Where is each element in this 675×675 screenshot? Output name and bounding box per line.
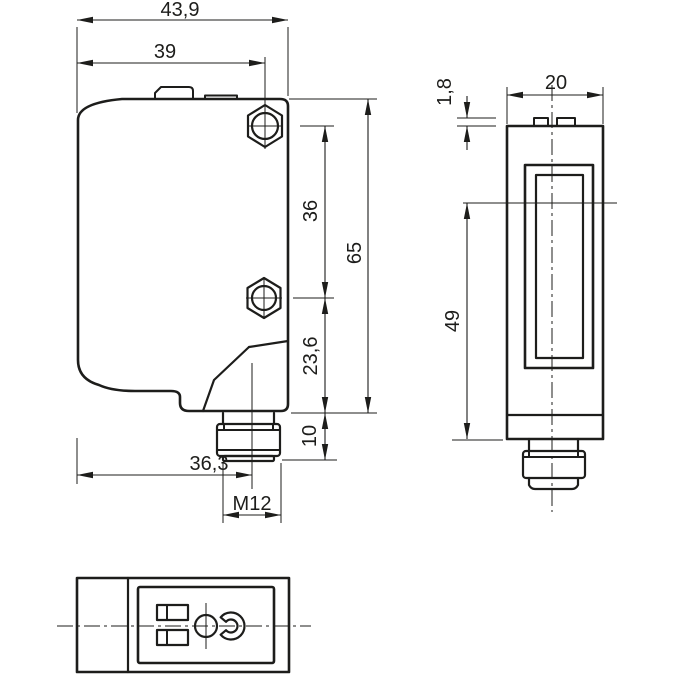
front-connector-barrel [521, 449, 587, 480]
bottom-indicator-lower [155, 628, 190, 647]
front-housing-outline [505, 124, 605, 441]
dim-hole-spacing-label: 36 [300, 200, 322, 222]
side-view: 43,9 39 36 65 23,6 10 36,3 M12 [76, 0, 377, 523]
bottom-housing-outline [75, 576, 291, 674]
dim-tab-height-label: 1,8 [434, 78, 456, 106]
side-top-ridge [204, 94, 238, 99]
side-angled-face-top-line [247, 339, 290, 349]
dim-hole-to-bottom-label: 23,6 [300, 337, 322, 376]
front-connector-cap [527, 476, 580, 491]
mounting-nut-lower [246, 276, 282, 320]
front-window-outer [523, 163, 595, 370]
side-angled-face-line [201, 345, 251, 413]
dim-connector-axis-offset-label: 36,3 [190, 453, 229, 475]
front-top-tab-right [556, 117, 576, 127]
side-connector-barrel [215, 422, 282, 458]
bottom-indicator-upper [155, 603, 190, 622]
dim-mount-hole-offset-label: 39 [154, 41, 176, 63]
front-view: 20 1,8 49 [434, 72, 617, 512]
side-connector-cap [221, 454, 276, 463]
dim-connector-length-label: 10 [299, 425, 321, 447]
dim-axis-to-bottom-label: 49 [442, 310, 464, 332]
bottom-c-symbol [219, 611, 246, 641]
bottom-panel-outline [136, 585, 276, 665]
dim-thread-label: M12 [233, 493, 272, 515]
side-housing-outline [76, 97, 290, 413]
dim-front-width-label: 20 [545, 72, 567, 94]
dim-total-height-label: 65 [344, 242, 366, 264]
front-top-tab-left [533, 117, 549, 127]
bottom-view [57, 576, 311, 674]
dim-total-width-label: 43,9 [161, 0, 200, 21]
front-window-inner [534, 173, 585, 360]
side-top-tab [154, 86, 194, 99]
